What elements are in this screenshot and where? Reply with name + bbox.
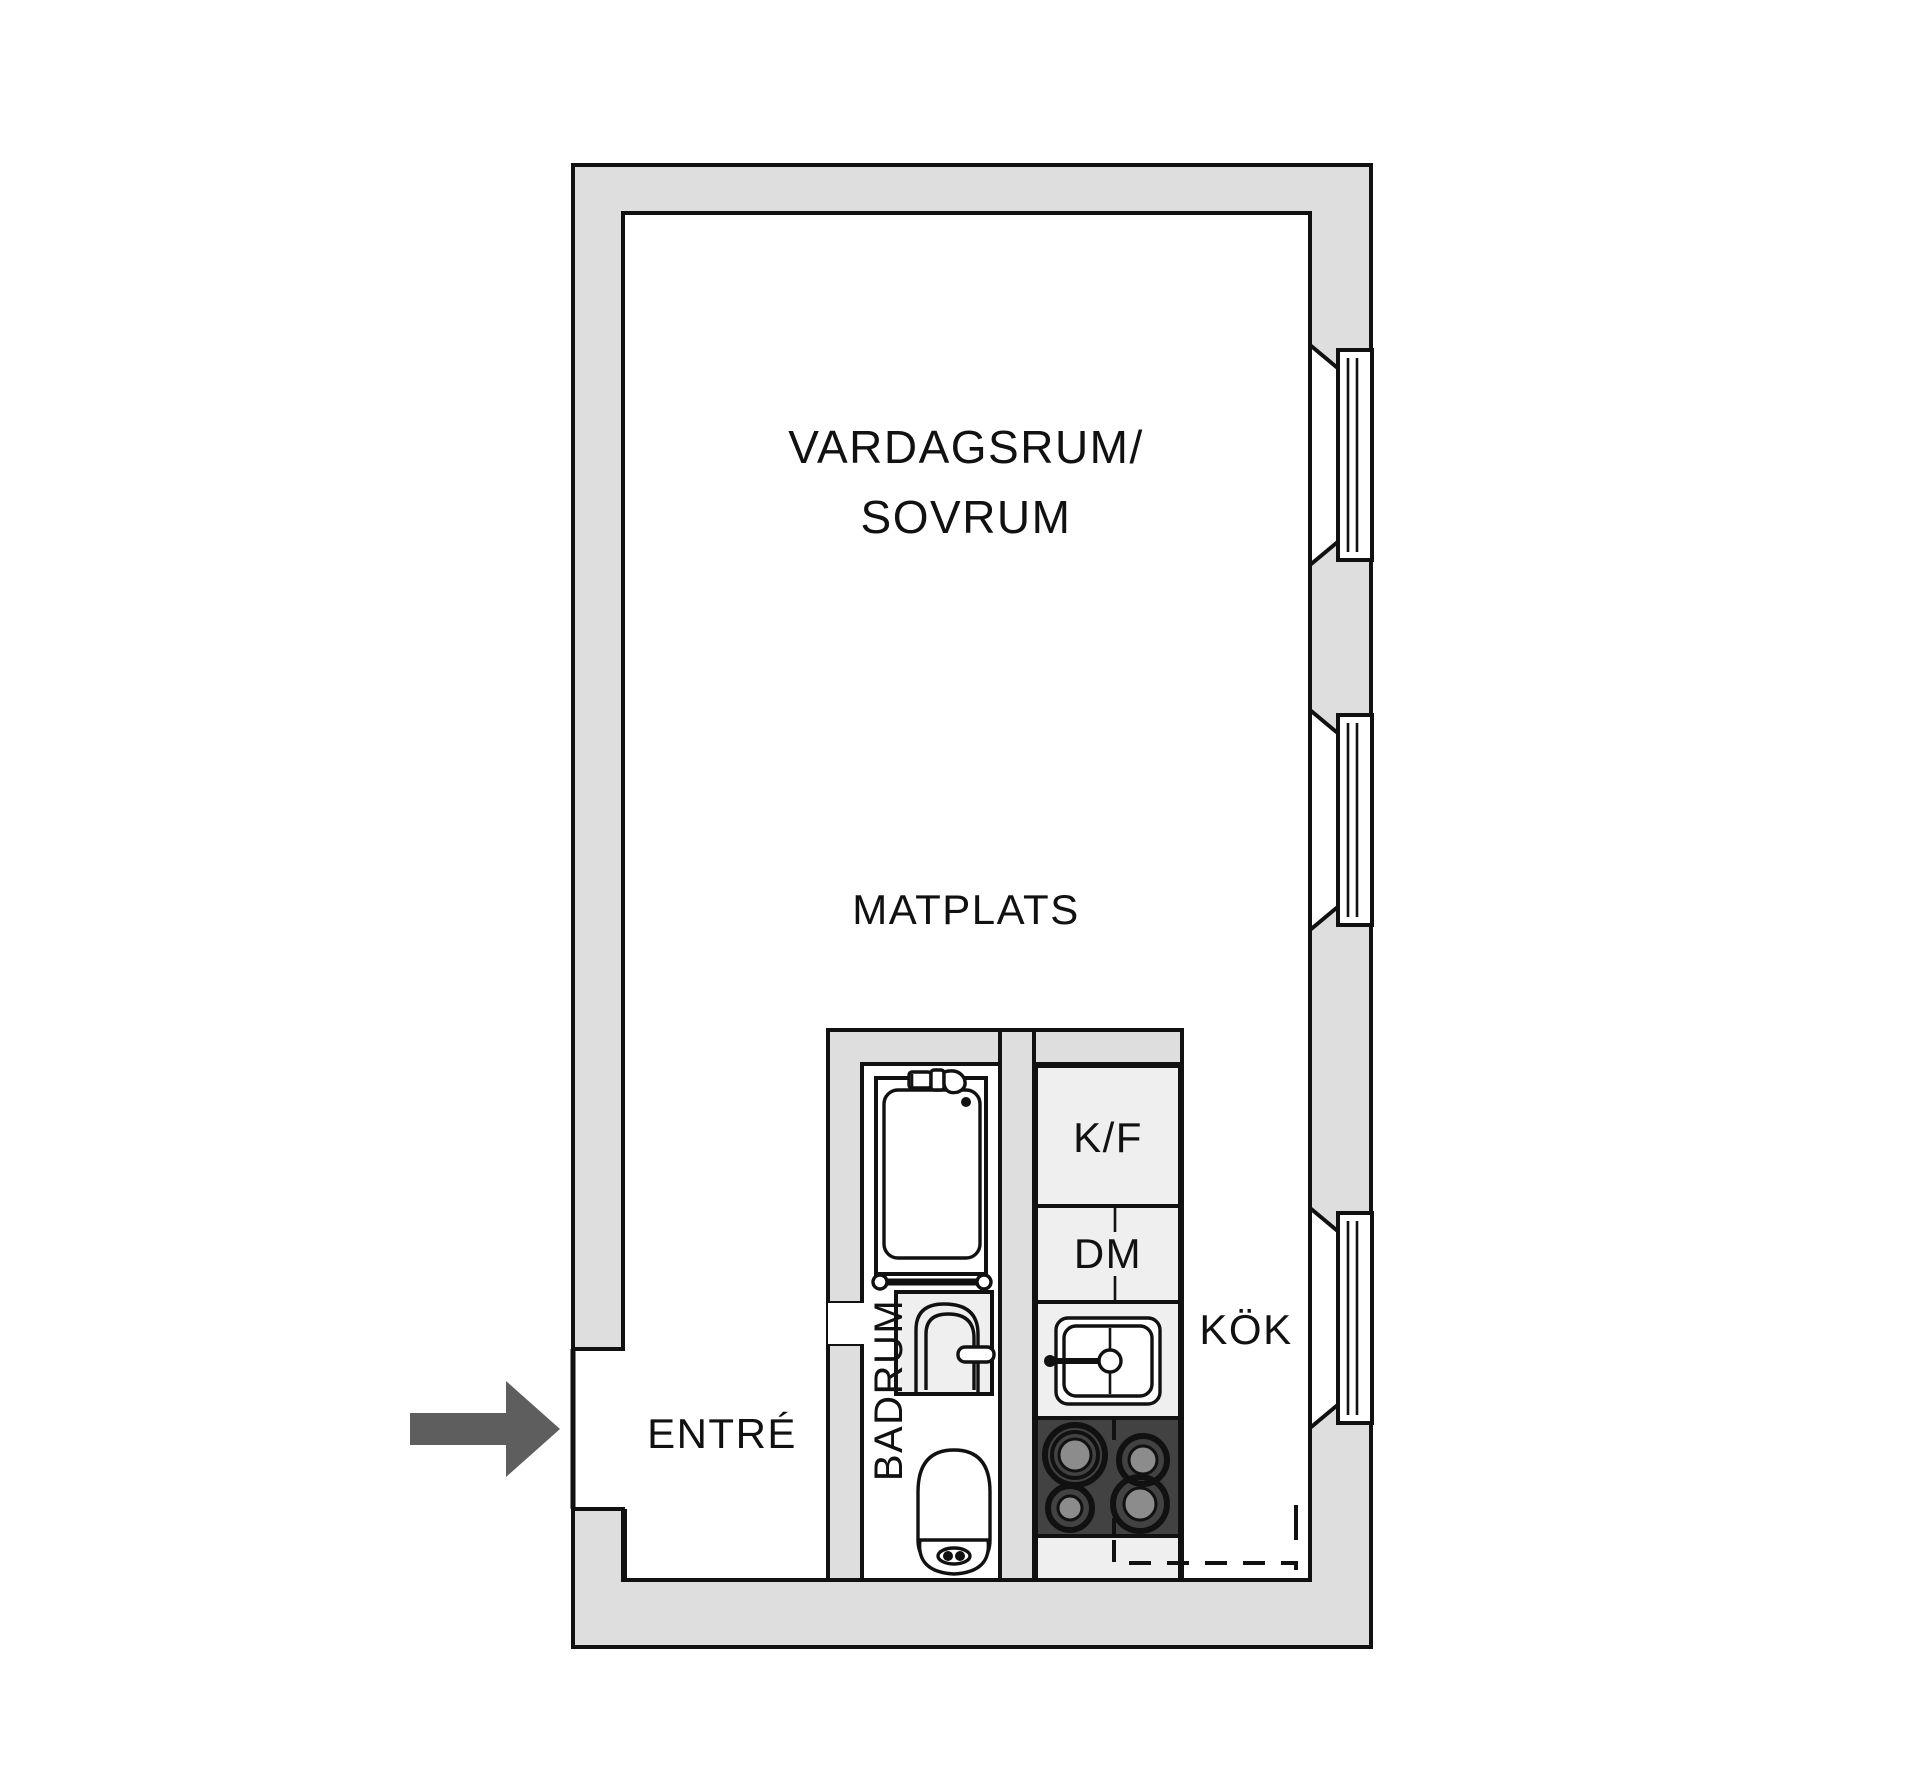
window-3-frame <box>1336 1211 1374 1425</box>
entrance-door-opening-void <box>573 1349 625 1509</box>
bathroom-fixtures <box>871 1068 996 1576</box>
bathroom-door-opening <box>828 1303 864 1344</box>
fridge-freezer-unit <box>1034 1064 1182 1208</box>
window-1-frame <box>1336 348 1374 562</box>
shower-drain-marker <box>961 1097 971 1107</box>
burner-2-core <box>1127 1444 1159 1476</box>
shower-tray <box>882 1088 982 1260</box>
room-labels: VARDAGSRUM/ SOVRUM MATPLATS ENTRÉ BADRUM… <box>647 421 1292 1481</box>
toilet-flush-button-b <box>955 1551 965 1561</box>
label-kyl-frys: K/F <box>1073 1114 1143 1161</box>
label-entre: ENTRÉ <box>647 1410 797 1457</box>
label-matplats: MATPLATS <box>852 886 1079 933</box>
label-vardagsrum-line2: SOVRUM <box>861 491 1072 543</box>
faucet-mount <box>1044 1355 1056 1367</box>
label-vardagsrum-line1: VARDAGSRUM/ <box>788 421 1144 473</box>
cooktop-burners <box>1042 1418 1170 1540</box>
toilet-flush-plate <box>936 1546 972 1566</box>
shower-mixer-icon <box>907 1068 967 1095</box>
dishwasher-unit <box>1034 1204 1182 1304</box>
mixer-head <box>942 1069 967 1095</box>
label-diskmaskin: DM <box>1074 1230 1142 1277</box>
entrance-direction-arrow <box>410 1381 560 1477</box>
burner-4-core <box>1122 1486 1158 1522</box>
upper-cabinet-outline <box>1112 1540 1298 1580</box>
kitchen-units <box>1034 1064 1298 1582</box>
burner-1-core <box>1057 1437 1093 1473</box>
toilet-flush-button-a <box>943 1551 953 1561</box>
window-2 <box>1308 705 1374 935</box>
burner-4-ring-outer <box>1110 1474 1170 1534</box>
shower-rail-end-right <box>975 1273 993 1291</box>
washbasin-bowl-outer <box>914 1302 980 1392</box>
label-kok: KÖK <box>1199 1306 1292 1353</box>
window-1-reveal <box>1308 340 1342 570</box>
kitchen-sink <box>1044 1316 1162 1406</box>
washbasin-unit <box>894 1290 994 1396</box>
burner-1-ring-inner <box>1050 1430 1100 1480</box>
lower-counter-unit <box>1034 1534 1182 1582</box>
label-badrum: BADRUM <box>867 1299 911 1481</box>
bathroom-kitchen-partition <box>998 1028 1036 1582</box>
washbasin-bowl-inner <box>924 1312 976 1390</box>
window-2-frame <box>1336 713 1374 927</box>
window-group <box>1308 340 1374 1433</box>
faucet-body <box>1097 1348 1123 1374</box>
washbasin-faucet <box>956 1345 996 1364</box>
window-3-reveal <box>1308 1203 1342 1433</box>
burner-3-ring-outer <box>1045 1483 1095 1533</box>
burner-2-ring-outer <box>1116 1433 1170 1487</box>
mixer-handle <box>929 1068 946 1092</box>
window-1 <box>1308 340 1374 570</box>
window-3 <box>1308 1203 1374 1433</box>
window-2-reveal <box>1308 705 1342 935</box>
shower-rail-end-left <box>871 1273 889 1291</box>
entrance-arrow-shape <box>410 1381 560 1477</box>
toilet <box>916 1448 992 1576</box>
burner-3-core <box>1056 1494 1084 1522</box>
